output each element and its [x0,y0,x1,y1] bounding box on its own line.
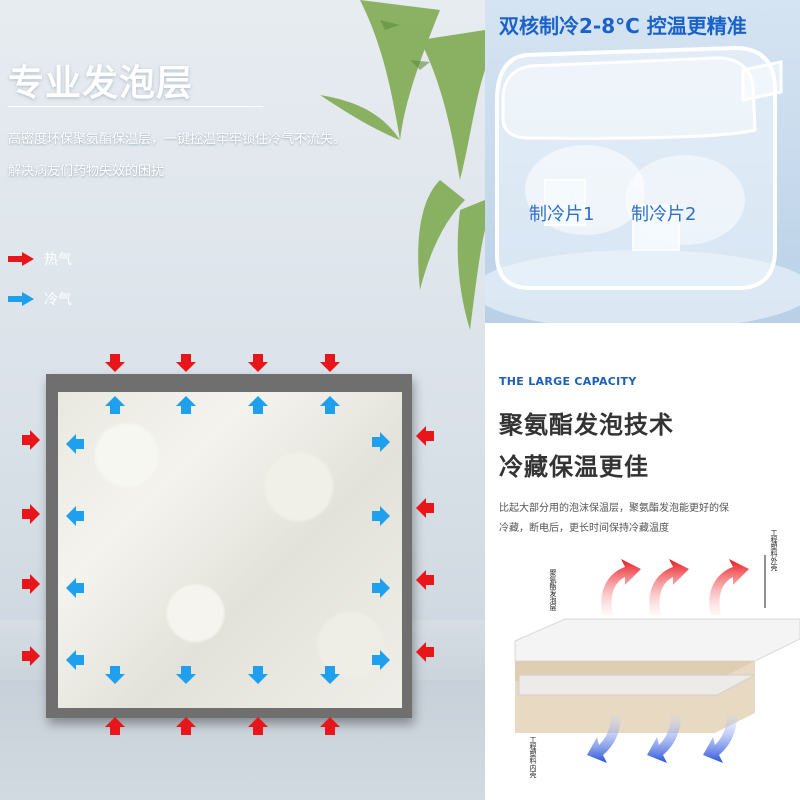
cold-air-arrow-icon [8,292,34,306]
palm-plant-decoration [320,0,485,330]
cold-arrow-icon [320,666,340,684]
cold-air-arrow-icon [587,715,621,763]
hot-arrow-icon [320,717,340,735]
hot-arrow-icon [105,354,125,372]
hot-arrow-icon [22,646,40,666]
hot-arrow-icon [176,717,196,735]
cold-arrow-icon [372,578,390,598]
title-underline [8,106,263,107]
hot-arrow-icon [416,642,434,662]
description-line-1: 高密度环保聚氨酯保温层，一键控温牢牢锁住冷气不流失。 [8,132,347,147]
hot-arrow-icon [22,574,40,594]
legend-hot-label: 热气 [44,252,72,268]
foam-interior [58,392,402,708]
cold-arrow-icon [66,578,84,598]
cold-arrow-icon [176,666,196,684]
section-body-line-2: 冷藏，断电后，更长时间保持冷藏温度 [499,523,669,534]
cooling-title: 双核制冷2-8°C 控温更精准 [499,14,747,38]
cold-arrow-icon [248,396,268,414]
inner-shell-label: 工程塑料内壳 [529,736,537,778]
outer-shell-label: 工程塑料外壳 [770,529,778,571]
cooling-chip-1-label: 制冷片1 [529,204,595,225]
cold-arrow-icon [105,666,125,684]
page-title: 专业发泡层 [8,63,194,104]
cold-arrow-icon [372,650,390,670]
cold-arrow-icon [372,432,390,452]
cold-air-arrow-icon [703,715,737,763]
cold-arrow-icon [320,396,340,414]
insulated-box-cross-section [46,374,412,718]
hot-air-arrow-icon [8,252,34,266]
polyurethane-foam-panel: THE LARGE CAPACITY 聚氨酯发泡技术 冷藏保温更佳 比起大部分用… [485,323,800,800]
hot-arrow-icon [248,717,268,735]
foam-layer-label: 聚氨酯发泡层 [549,569,557,611]
hot-arrow-icon [22,504,40,524]
cold-arrow-icon [105,396,125,414]
cooling-chip-2-label: 制冷片2 [631,204,697,225]
airflow-arrows [22,354,434,735]
cold-arrow-icon [66,506,84,526]
cold-arrow-icon [66,650,84,670]
hot-arrow-icon [105,717,125,735]
cold-arrow-icon [176,396,196,414]
foam-layer-panel: 专业发泡层 高密度环保聚氨酯保温层，一键控温牢牢锁住冷气不流失。 解决病友们药物… [0,0,485,800]
cold-arrow-icon [248,666,268,684]
cold-arrow-icon [66,434,84,454]
cooling-chip-2-icon [632,204,680,251]
section-kicker: THE LARGE CAPACITY [499,375,637,388]
dual-core-cooling-panel: 双核制冷2-8°C 控温更精准 制冷片1 制冷片2 [485,0,800,323]
hot-arrow-icon [416,498,434,518]
section-heading-line-1: 聚氨酯发泡技术 [499,411,674,439]
hot-arrow-icon [320,354,340,372]
cold-arrow-icon [372,506,390,526]
cooling-chip-1-icon [544,179,586,226]
hot-air-arrow-icon [601,559,641,615]
hot-arrow-icon [416,570,434,590]
hot-arrow-icon [248,354,268,372]
hot-air-arrow-icon [709,559,749,615]
transparent-cooler-illustration [485,45,800,323]
hot-arrow-icon [22,430,40,450]
legend-cold-label: 冷气 [44,292,72,308]
hot-arrow-icon [176,354,196,372]
cold-air-arrow-icon [647,715,681,763]
hot-air-arrow-icon [649,559,689,615]
insulation-layers-illustration [514,555,800,763]
hot-arrow-icon [416,426,434,446]
description-line-2: 解决病友们药物失效的困扰 [8,164,165,179]
section-heading-line-2: 冷藏保温更佳 [499,453,649,481]
section-body-line-1: 比起大部分用的泡沫保温层，聚氨酯发泡能更好的保 [499,503,729,514]
